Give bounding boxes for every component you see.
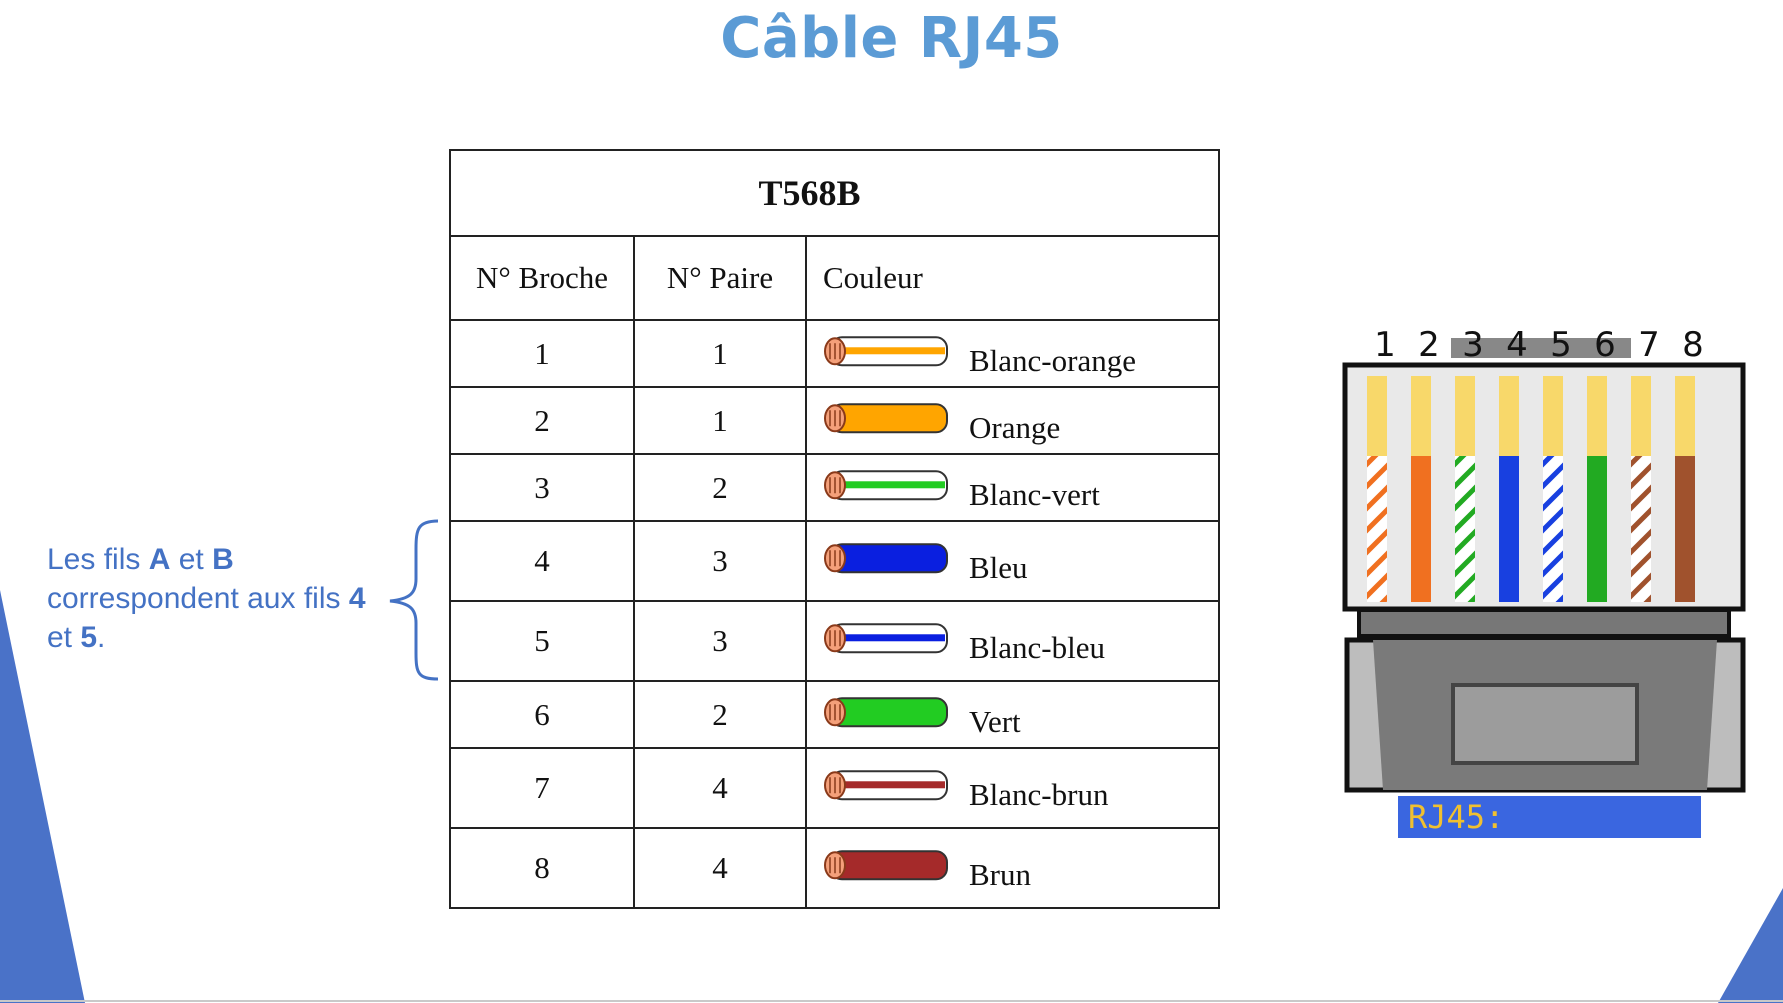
color-name: Vert: [969, 703, 1021, 739]
cell-couleur: Blanc-bleu: [805, 600, 1220, 682]
connector-neck: [1357, 608, 1731, 638]
gold-contact: [1631, 376, 1651, 456]
color-name: Blanc-brun: [969, 777, 1109, 813]
color-name: Brun: [969, 857, 1031, 893]
connector-wire: [1499, 456, 1519, 602]
note-text-2: et: [170, 543, 213, 576]
wire-swatch-icon: [824, 543, 948, 574]
pin-number: 4: [1506, 325, 1528, 365]
wire-swatch-icon: [824, 469, 948, 500]
cell-couleur: Blanc-brun: [805, 747, 1220, 829]
header-broche: N° Broche: [449, 235, 635, 321]
note-wire-b: B: [212, 543, 234, 576]
cell-broche: 3: [449, 453, 635, 522]
pin-number: 1: [1374, 325, 1396, 365]
cell-couleur: Vert: [805, 680, 1220, 749]
note-wire-4: 4: [348, 582, 366, 615]
header-paire: N° Paire: [633, 235, 807, 321]
cell-couleur: Blanc-orange: [805, 319, 1220, 388]
cell-broche: 1: [449, 319, 635, 388]
connector-wire: [1367, 456, 1387, 602]
cell-paire: 4: [633, 747, 807, 829]
cell-paire: 2: [633, 680, 807, 749]
cell-broche: 8: [449, 827, 635, 909]
note-text-3: correspondent aux fils: [47, 582, 349, 615]
cell-couleur: Orange: [805, 386, 1220, 455]
wire-swatch-icon: [824, 335, 948, 366]
connector-wire: [1631, 456, 1651, 602]
cell-broche: 7: [449, 747, 635, 829]
connector-wire: [1411, 456, 1431, 602]
connector-wire: [1587, 456, 1607, 602]
pin-number: 7: [1638, 325, 1660, 365]
gold-contact: [1499, 376, 1519, 456]
note-text-1: Les fils: [47, 543, 149, 576]
wire-swatch-icon: [824, 623, 948, 654]
pin-number: 3: [1462, 325, 1484, 365]
gold-contact: [1675, 376, 1695, 456]
color-name: Blanc-vert: [969, 476, 1100, 512]
cell-paire: 2: [633, 453, 807, 522]
pin-number: 2: [1418, 325, 1440, 365]
connector-latch: [1451, 683, 1639, 765]
cell-couleur: Brun: [805, 827, 1220, 909]
note-wire-a: A: [148, 543, 171, 576]
table-title: T568B: [449, 149, 1220, 237]
pin-number: 6: [1594, 325, 1616, 365]
wire-swatch-icon: [824, 850, 948, 881]
pin-number: 8: [1682, 325, 1704, 365]
color-name: Orange: [969, 409, 1061, 445]
cell-paire: 3: [633, 600, 807, 682]
cell-broche: 4: [449, 520, 635, 602]
connector-wire: [1675, 456, 1695, 602]
note-text-5: .: [97, 621, 106, 654]
cell-paire: 1: [633, 386, 807, 455]
cell-couleur: Bleu: [805, 520, 1220, 602]
gold-contact: [1587, 376, 1607, 456]
cell-broche: 6: [449, 680, 635, 749]
slide-title: Câble RJ45: [720, 6, 1063, 71]
curly-brace-icon: [389, 519, 439, 681]
gold-contact: [1455, 376, 1475, 456]
color-name: Blanc-bleu: [969, 630, 1106, 666]
gold-contact: [1543, 376, 1563, 456]
wire-swatch-icon: [824, 770, 948, 801]
cell-paire: 1: [633, 319, 807, 388]
note-wire-5: 5: [80, 621, 98, 654]
color-name: Bleu: [969, 550, 1028, 586]
connector-wire: [1543, 456, 1563, 602]
connector-wire: [1455, 456, 1475, 602]
cell-couleur: Blanc-vert: [805, 453, 1220, 522]
header-couleur: Couleur: [805, 235, 1220, 321]
cell-paire: 3: [633, 520, 807, 602]
cell-paire: 4: [633, 827, 807, 909]
gold-contact: [1411, 376, 1431, 456]
cell-broche: 2: [449, 386, 635, 455]
gold-contact: [1367, 376, 1387, 456]
wire-swatch-icon: [824, 402, 948, 433]
pin-number: 5: [1550, 325, 1572, 365]
pin-header-bar: [1451, 338, 1631, 358]
wire-swatch-icon: [824, 696, 948, 727]
corner-triangle-right: [1718, 888, 1783, 1003]
cell-broche: 5: [449, 600, 635, 682]
side-note: Les fils A et B correspondent aux fils 4…: [47, 540, 387, 657]
note-text-4: et: [47, 621, 81, 654]
color-name: Blanc-orange: [969, 342, 1136, 378]
rj45-label: RJ45:: [1398, 796, 1701, 838]
